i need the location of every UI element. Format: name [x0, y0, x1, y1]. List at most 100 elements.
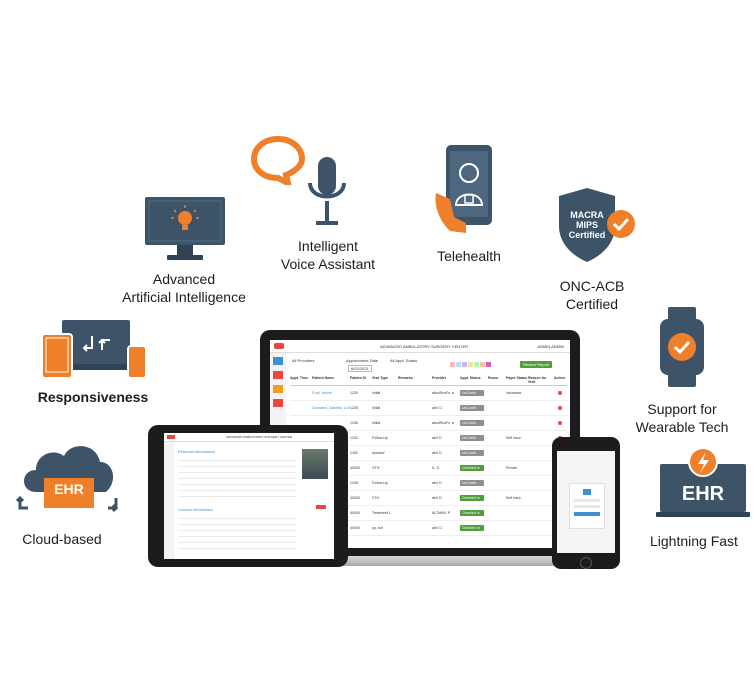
speech-bubble-icon — [250, 135, 306, 185]
review-report-button[interactable]: Review Report — [520, 361, 553, 368]
feature-telehealth-line1: Telehealth — [437, 248, 501, 264]
feature-telehealth-label: Telehealth — [426, 247, 512, 265]
app-header: ADVANCED AMBULATORY SURGERY CENTER ADMIN… — [270, 340, 570, 353]
cell-id: 1232 — [350, 436, 358, 440]
cell-id: 1235 — [350, 481, 358, 485]
user-name[interactable]: ADMIN ADMIN — [537, 344, 564, 349]
lightning-ehr-text: EHR — [681, 483, 725, 505]
sidebar-messages-icon[interactable] — [273, 399, 283, 407]
tablet-action-red[interactable] — [316, 505, 326, 509]
filter-providers[interactable]: All Providers — [292, 358, 315, 363]
cell-type: Follow-Up — [372, 481, 388, 485]
cell-status: UnConfir.. — [460, 405, 484, 411]
app-logo — [274, 343, 284, 349]
shield-text-line2: MIPS — [575, 220, 598, 230]
cell-status: UnConfir.. — [460, 420, 484, 426]
phone-screen — [557, 451, 615, 553]
col-id[interactable]: Patient ID — [350, 376, 367, 380]
feature-responsive-label: Responsiveness — [28, 388, 158, 406]
feature-wearable-line1: Support for — [647, 401, 717, 417]
cell-action[interactable] — [558, 421, 562, 425]
cell-action[interactable] — [558, 391, 562, 395]
col-action[interactable]: Action — [554, 376, 565, 380]
sidebar-home-icon[interactable] — [273, 357, 283, 365]
sidebar-chart-icon[interactable] — [273, 385, 283, 393]
feature-onc-line2: Certified — [565, 296, 619, 312]
cell-type: op, but — [372, 526, 383, 530]
cell-type: OTH — [372, 466, 380, 470]
tablet-center-title: ADVANCED AMBULATORY SURGERY CENTER — [226, 435, 293, 439]
col-provider[interactable]: Provider — [432, 376, 447, 380]
cell-id: 1400 — [350, 451, 358, 455]
smartwatch-icon — [658, 305, 706, 389]
sidebar-calendar-icon[interactable] — [273, 371, 283, 379]
cell-provider: abV D — [432, 406, 442, 410]
tablet-form1 — [178, 455, 296, 501]
filter-status[interactable]: All Appt. Status — [390, 358, 418, 363]
cell-provider: abV D — [432, 451, 442, 455]
phone-mockup — [552, 437, 620, 569]
feature-fast-label: Lightning Fast — [650, 532, 753, 550]
col-payer[interactable]: Payer Status — [506, 376, 528, 380]
feature-responsive-line1: Responsiveness — [37, 389, 149, 405]
cell-id: 40000 — [350, 496, 360, 500]
tablet-form2 — [178, 513, 296, 553]
cell-id: 40040 — [350, 526, 360, 530]
feature-wearable-line2: Wearable Tech — [635, 419, 729, 435]
feature-wearable-label: Support for Wearable Tech — [630, 400, 734, 436]
cell-id: 1225 — [350, 406, 358, 410]
cell-status: Checked In — [460, 510, 484, 516]
cell-provider: abcdRooFn, a — [432, 391, 454, 395]
cell-status: Checked In — [460, 465, 484, 471]
certified-shield-icon — [557, 186, 639, 264]
tablet-section2: Contact Information — [178, 507, 213, 512]
col-patient[interactable]: Patient Name — [312, 376, 335, 380]
col-time[interactable]: Appt. Time — [290, 376, 309, 380]
col-type[interactable]: Visit Type — [372, 376, 389, 380]
cell-provider: abV D — [432, 496, 442, 500]
login-card — [569, 483, 605, 529]
cell-id: 40000 — [350, 466, 360, 470]
cell-patient: Fowl, Jennie — [312, 391, 332, 395]
tablet-mockup: ADVANCED AMBULATORY SURGERY CENTER Perso… — [148, 425, 348, 567]
table-header: Appt. Time Patient Name Patient ID Visit… — [290, 376, 568, 386]
feature-ai-line2: Artificial Intelligence — [122, 289, 246, 305]
shield-text: MACRA MIPS Certified — [561, 210, 613, 240]
login-field-2[interactable] — [574, 505, 600, 508]
tablet-header: ADVANCED AMBULATORY SURGERY CENTER — [164, 433, 334, 442]
cell-type: eyedoof — [372, 451, 385, 455]
cell-provider: abV D — [432, 526, 442, 530]
cell-payer: Insurance — [506, 391, 522, 395]
col-status[interactable]: Appt. Status — [460, 376, 481, 380]
responsive-devices-icon — [40, 318, 150, 382]
col-remarks[interactable]: Remarks — [398, 376, 413, 380]
cell-type: Treatment 1 — [372, 511, 391, 515]
login-button[interactable] — [574, 512, 600, 516]
feature-voice-label: Intelligent Voice Assistant — [272, 237, 384, 273]
feature-voice-line2: Voice Assistant — [280, 256, 376, 272]
col-room[interactable]: Room — [488, 376, 498, 380]
phone-home-button[interactable] — [580, 557, 592, 569]
feature-ai-line1: Advanced — [152, 271, 216, 287]
filter-bar: All Providers Appointment Date 6/02/2021… — [290, 356, 568, 372]
filter-date[interactable]: Appointment Date — [346, 358, 379, 363]
tablet-section1: Personal Information — [178, 449, 215, 454]
feature-cloud-line1: Cloud-based — [22, 531, 102, 547]
login-field-1[interactable] — [574, 499, 600, 502]
tablet-logo — [167, 435, 175, 439]
cell-status: Checked In — [460, 495, 484, 501]
patient-photo — [302, 449, 328, 479]
cell-action[interactable] — [558, 406, 562, 410]
filter-date-value[interactable]: 6/02/2021 — [348, 365, 372, 372]
feature-cloud-label: Cloud-based — [12, 530, 112, 548]
feature-onc-line1: ONC-ACB — [559, 278, 625, 294]
cell-provider: abV D — [432, 481, 442, 485]
cloud-ehr-icon — [14, 434, 122, 520]
cell-status: Checked In — [460, 525, 484, 531]
col-reason[interactable]: Reason for Visit — [528, 376, 547, 384]
shield-text-line1: MACRA — [570, 210, 604, 220]
status-chips — [450, 362, 491, 368]
